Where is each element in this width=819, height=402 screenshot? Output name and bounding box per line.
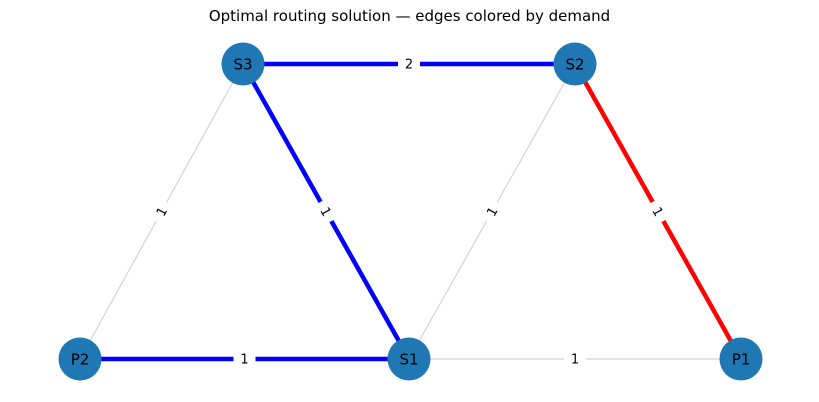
node-label-S2: S2: [565, 55, 584, 73]
edge-label-S3-S1: 1: [314, 199, 338, 224]
edge-label-box: [646, 199, 670, 224]
edge-weight-text: 1: [571, 353, 579, 368]
edge-label-box: [564, 350, 586, 368]
node-P1: [719, 337, 763, 381]
edge-label-S1-P1: 1: [564, 350, 586, 368]
edge-label-S2-P1: 1: [646, 199, 670, 224]
node-label-P2: P2: [71, 350, 90, 368]
edge-label-box: [314, 199, 338, 224]
edge-label-box: [150, 199, 173, 224]
node-S3: [221, 42, 265, 86]
node-S2: [553, 42, 597, 86]
edge-weight-text: 2: [405, 58, 413, 73]
edge-label-S2-S1: 1: [480, 199, 504, 224]
node-label-S1: S1: [399, 350, 418, 368]
edge-weight-text: 1: [240, 353, 248, 368]
edge-label-box: [398, 55, 420, 73]
node-label-P1: P1: [732, 350, 751, 368]
node-P2: [58, 337, 102, 381]
edge-label-box: [233, 350, 256, 368]
figure-title: Optimal routing solution — edges colored…: [208, 7, 611, 25]
edge-label-S3-P2: 1: [150, 199, 173, 224]
node-label-S3: S3: [233, 55, 252, 73]
node-S1: [387, 337, 431, 381]
edge-label-P2-S1: 1: [233, 350, 256, 368]
edge-label-box: [480, 199, 504, 224]
edge-label-S3-S2: 2: [398, 55, 420, 73]
